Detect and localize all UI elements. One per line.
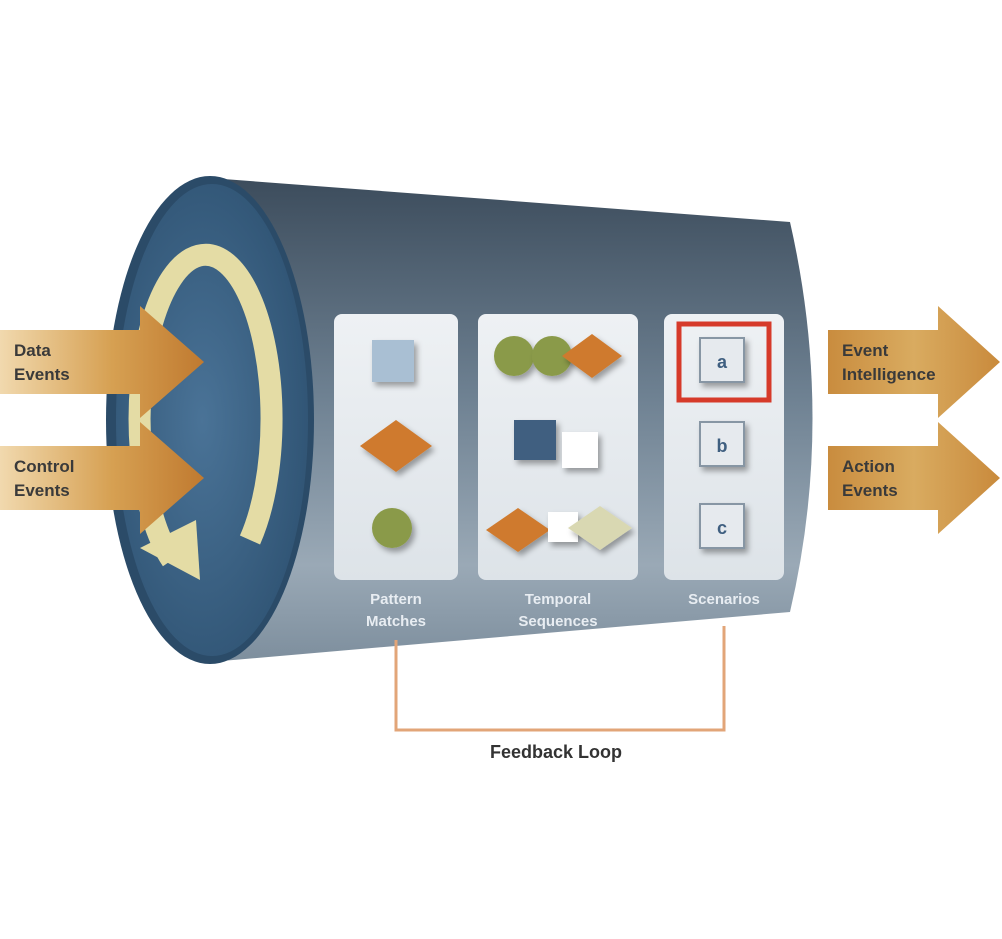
feedback-loop-label: Feedback Loop: [490, 742, 622, 762]
orange-diamond-icon: [562, 334, 622, 378]
cream-diamond-icon: [568, 506, 632, 550]
scenario-icon-letter: b: [717, 436, 728, 456]
light-blue-square-icon: [372, 340, 414, 382]
scenario-icon-letter: c: [717, 518, 727, 538]
output-arrow-action-events: [828, 422, 1000, 534]
green-circle-icon: [532, 336, 572, 376]
output-label-event-line2: Intelligence: [842, 365, 936, 384]
input-label-control-line1: Control: [14, 457, 74, 476]
scenario-b-icon: [699, 421, 745, 467]
scenario-highlight-box: [676, 321, 772, 403]
output-label-event-line1: Event: [842, 341, 889, 360]
input-arrow-control-events: [0, 422, 204, 534]
panel-label-pattern-line2: Matches: [366, 613, 426, 630]
input-arrow-data-events: [0, 306, 204, 418]
input-label-data-line1: Data: [14, 341, 51, 360]
green-circle-icon: [372, 508, 412, 548]
input-label-control-line2: Events: [14, 481, 70, 500]
orange-diamond-icon: [360, 420, 432, 472]
feedback-loop-line: [394, 626, 726, 732]
output-arrow-event-intelligence: [828, 306, 1000, 418]
output-label-action-line1: Action: [842, 457, 895, 476]
panel-label-scenarios: Scenarios: [688, 591, 760, 608]
panel-label-temporal-line2: Sequences: [518, 613, 597, 630]
scenario-icon-letter: a: [717, 352, 728, 372]
panel-label-temporal-line1: Temporal: [525, 591, 591, 608]
panel-label-pattern-line1: Pattern: [370, 591, 422, 608]
orange-diamond-icon: [486, 508, 550, 552]
navy-square-icon: [514, 420, 556, 460]
output-label-action-line2: Events: [842, 481, 898, 500]
green-circle-icon: [494, 336, 534, 376]
scenario-c-icon: [699, 503, 745, 549]
input-label-data-line2: Events: [14, 365, 70, 384]
scenario-a-icon: [699, 337, 745, 383]
white-square-icon: [562, 432, 598, 468]
